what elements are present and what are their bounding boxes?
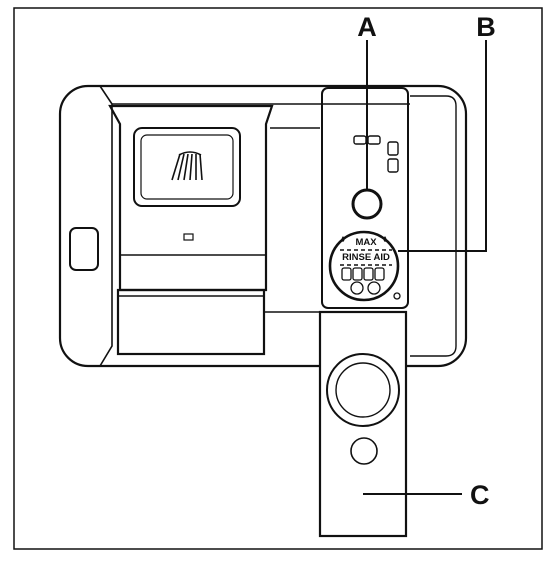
dial-bottom-text: RINSE AID [342,252,390,263]
rinse-aid-dial [328,230,400,302]
callout-a-label: A [357,12,377,42]
rinse-aid-panel [321,87,409,309]
detergent-lid [108,104,274,292]
lid-indicator [183,233,194,241]
panel-slots [353,135,399,173]
body-inner-outline [99,85,113,367]
dial-drop-left-icon [341,236,345,242]
detergent-cup [116,288,266,356]
lid-large-knob [326,353,400,427]
panel-small-dot [393,292,401,300]
lid-window-inner [140,134,234,200]
dial-top-text: MAX [355,237,377,248]
fill-cap [351,188,383,220]
side-button [69,227,99,271]
body-inner-right [410,95,457,357]
dial-drop-right-icon [383,236,387,242]
lid-small-knob [350,437,378,465]
callout-b-label: B [476,12,496,42]
dial-level-cells [341,267,385,295]
callout-c-label: C [470,480,490,510]
diagram-frame [13,7,543,550]
lid-window [133,127,241,207]
dispenser-body [58,84,468,368]
lid-large-knob-inner [335,362,391,418]
callout-b-line [398,40,487,252]
rinse-aid-lid [318,310,408,538]
wash-symbol-icon [171,151,203,181]
